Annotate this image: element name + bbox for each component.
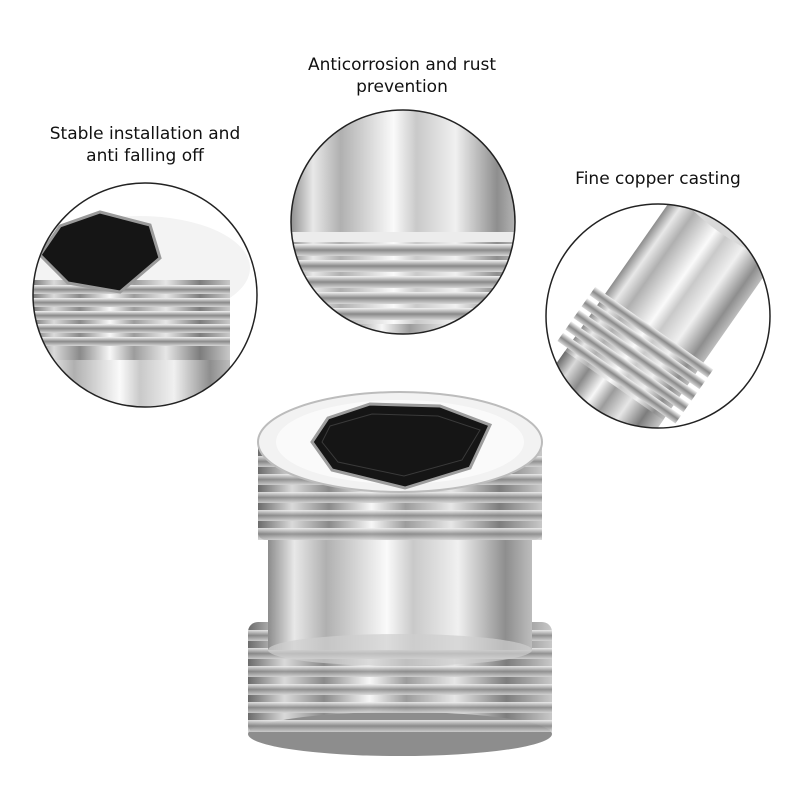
- caption-installation-line-2: anti falling off: [86, 146, 204, 166]
- caption-installation-line-1: Stable installation and: [49, 124, 241, 144]
- caption-anticorrosion: Anticorrosion and rust prevention: [287, 54, 517, 98]
- caption-casting: Fine copper casting: [548, 168, 768, 190]
- main-hex-socket: [310, 402, 493, 490]
- hex-socket-shape: [38, 210, 162, 294]
- caption-installation: Stable installation and anti falling off: [30, 123, 260, 167]
- caption-anticorrosion-line-1: Anticorrosion and rust: [307, 55, 497, 75]
- detail-circle-anticorrosion: [290, 109, 516, 335]
- caption-anticorrosion-line-2: prevention: [356, 77, 448, 97]
- main-adapter: [248, 391, 552, 756]
- detail-circle-casting: [545, 203, 771, 429]
- detail-circle-installation: [32, 182, 258, 408]
- caption-casting-line-1: Fine copper casting: [575, 169, 741, 189]
